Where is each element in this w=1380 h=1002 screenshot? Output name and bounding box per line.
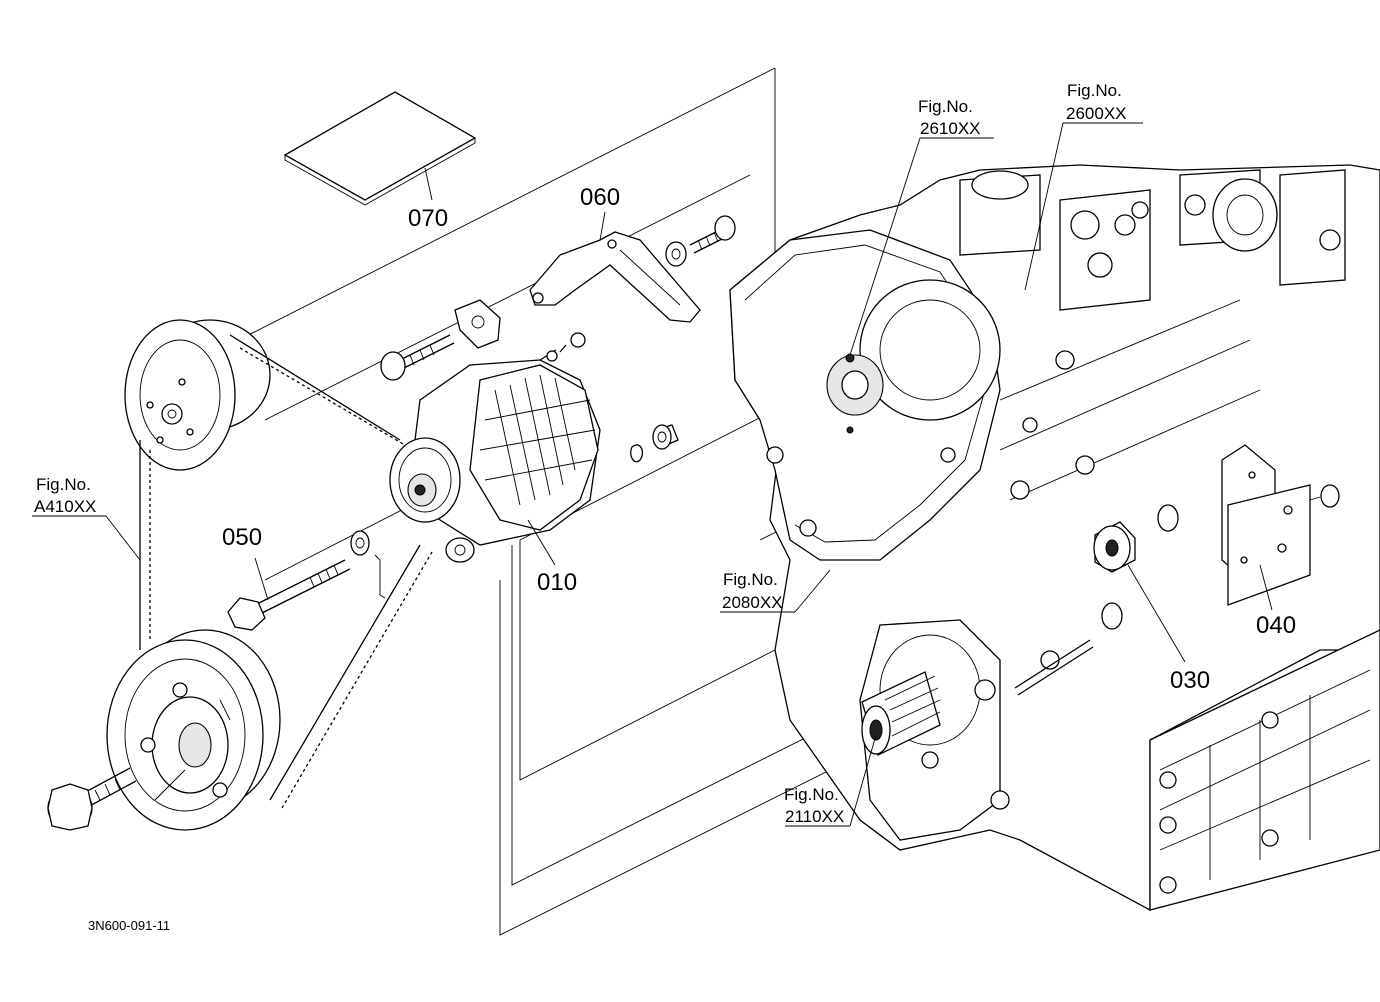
fan-belt [139, 334, 433, 809]
leader-lines [32, 122, 1273, 827]
nut-washer [630, 424, 679, 463]
crankshaft-hub [861, 671, 941, 756]
part-030-label: 030 [1170, 667, 1210, 694]
fig-ref-2610-code: 2610XX [920, 119, 981, 138]
manual-sheet [283, 91, 477, 206]
fig-ref-2600-label: Fig.No. [1067, 81, 1122, 100]
crank-pulley [106, 629, 281, 831]
part-070-label: 070 [408, 205, 448, 232]
part-050-label: 050 [222, 524, 262, 551]
long-bolt [227, 530, 386, 631]
crank-bolt [47, 767, 137, 831]
fan-pulley [124, 319, 271, 471]
fig-ref-2110-label: Fig.No. [784, 785, 839, 804]
document-code: 3N600-091-11 [88, 918, 170, 933]
alternator [389, 332, 601, 563]
idler-pulley [1093, 504, 1179, 630]
part-010-label: 010 [537, 569, 577, 596]
clamp-bolt [380, 299, 501, 381]
stay-bolt [665, 215, 736, 267]
bracket-plate [1221, 444, 1340, 606]
part-040-label: 040 [1256, 612, 1296, 639]
part-060-label: 060 [580, 184, 620, 211]
fig-ref-2600-code: 2600XX [1066, 104, 1127, 123]
fig-ref-2110-code: 2110XX [785, 807, 844, 826]
fig-ref-2610-label: Fig.No. [918, 97, 973, 116]
fig-ref-2080-code: 2080XX [722, 593, 783, 612]
fig-ref-2080-label: Fig.No. [723, 570, 778, 589]
fig-ref-A410-code: A410XX [34, 497, 96, 516]
fig-ref-A410-label: Fig.No. [36, 475, 91, 494]
